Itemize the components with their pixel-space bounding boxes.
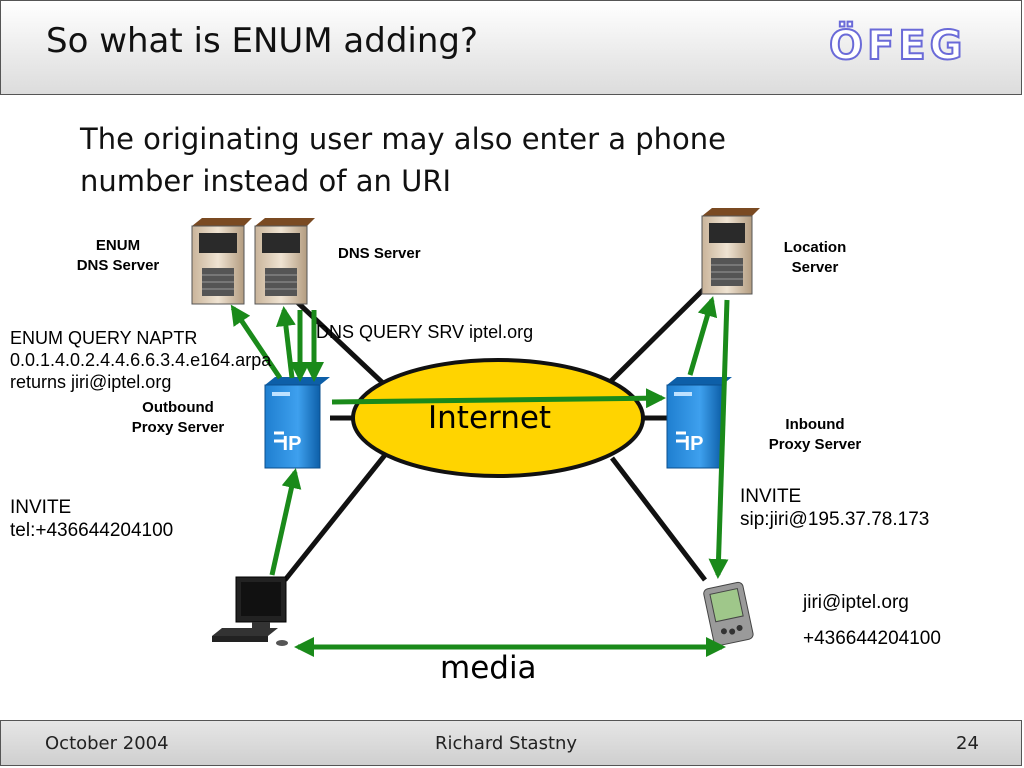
arrow-pc-to-outbound bbox=[269, 468, 302, 576]
link-internet-pda bbox=[610, 456, 707, 582]
media-label: media bbox=[440, 650, 537, 686]
invite-right-line2: sip:jiri@195.37.78.173 bbox=[740, 509, 930, 530]
invite-left-line1: INVITE bbox=[10, 497, 72, 518]
slide-footer: October 2004 Richard Stastny 24 bbox=[0, 720, 1022, 766]
signaling-arrows bbox=[230, 296, 730, 657]
enum-query-line1: ENUM QUERY NAPTR bbox=[10, 328, 198, 348]
footer-author: Richard Stastny bbox=[435, 733, 578, 754]
location-server-label: Location Server bbox=[760, 238, 870, 278]
network-links bbox=[283, 286, 707, 582]
callee-uri-text: jiri@iptel.org bbox=[803, 592, 909, 613]
location-label-line2: Server bbox=[791, 259, 839, 276]
footer-page-number: 24 bbox=[956, 733, 979, 754]
callee-pda-icon bbox=[703, 581, 754, 647]
link-internet-location bbox=[608, 286, 707, 384]
inbound-label-line2: Proxy Server bbox=[768, 436, 862, 453]
invite-right-text: INVITE sip:jiri@195.37.78.173 bbox=[740, 485, 929, 531]
location-label-line1: Location bbox=[783, 239, 847, 256]
inbound-proxy-icon: IP bbox=[666, 377, 732, 469]
inbound-sip-icon-text: IP bbox=[685, 433, 704, 455]
arrow-to-enum-dns bbox=[230, 304, 283, 380]
slide-header: So what is ENUM adding? ÖFEG bbox=[0, 0, 1022, 95]
link-internet-pc bbox=[283, 453, 387, 582]
arrow-location-to-pda bbox=[708, 299, 730, 579]
enum-dns-label: ENUM DNS Server bbox=[58, 236, 178, 276]
enum-dns-label-line2: DNS Server bbox=[76, 257, 160, 274]
arrow-outbound-to-inbound bbox=[331, 388, 666, 409]
invite-left-text: INVITE tel:+436644204100 bbox=[10, 496, 173, 542]
slide-title: So what is ENUM adding? bbox=[46, 21, 479, 61]
inbound-proxy-label: Inbound Proxy Server bbox=[755, 415, 875, 455]
network-diagram: IP IP bbox=[191, 208, 760, 657]
callee-number-text: +436644204100 bbox=[803, 628, 941, 649]
ofeg-logo: ÖFEG bbox=[828, 22, 967, 70]
dns-query-text: DNS QUERY SRV iptel.org bbox=[316, 322, 534, 342]
outbound-proxy-label: Outbound Proxy Server bbox=[118, 398, 238, 438]
slide-subtitle: The originating user may also enter a ph… bbox=[80, 122, 727, 198]
internet-label: Internet bbox=[428, 400, 552, 436]
arrow-to-dns-left bbox=[275, 306, 296, 379]
dns-server-label: DNS Server bbox=[338, 245, 421, 262]
outbound-proxy-icon: IP bbox=[264, 377, 330, 469]
inbound-label-line1: Inbound bbox=[785, 416, 845, 433]
footer-date: October 2004 bbox=[45, 733, 169, 754]
invite-left-line2: tel:+436644204100 bbox=[10, 520, 174, 541]
dns-server-icon bbox=[254, 218, 315, 305]
outbound-label-line2: Proxy Server bbox=[131, 419, 225, 436]
arrow-inbound-to-location bbox=[687, 296, 718, 376]
enum-query-line3: returns jiri@iptel.org bbox=[10, 372, 172, 392]
location-server-icon bbox=[701, 208, 760, 295]
enum-query-line2: 0.0.1.4.0.2.4.4.6.6.3.4.e164.arpa bbox=[10, 350, 272, 370]
enum-dns-server-icon bbox=[191, 218, 252, 305]
enum-query-text: ENUM QUERY NAPTR 0.0.1.4.0.2.4.4.6.6.3.4… bbox=[10, 327, 271, 393]
link-dns-internet bbox=[293, 298, 387, 387]
outbound-label-line1: Outbound bbox=[142, 399, 214, 416]
internet-cloud bbox=[351, 358, 645, 478]
outbound-sip-icon-text: IP bbox=[283, 433, 302, 455]
enum-dns-label-line1: ENUM bbox=[95, 237, 141, 254]
caller-computer-icon bbox=[212, 576, 288, 646]
invite-right-line1: INVITE bbox=[740, 486, 802, 507]
